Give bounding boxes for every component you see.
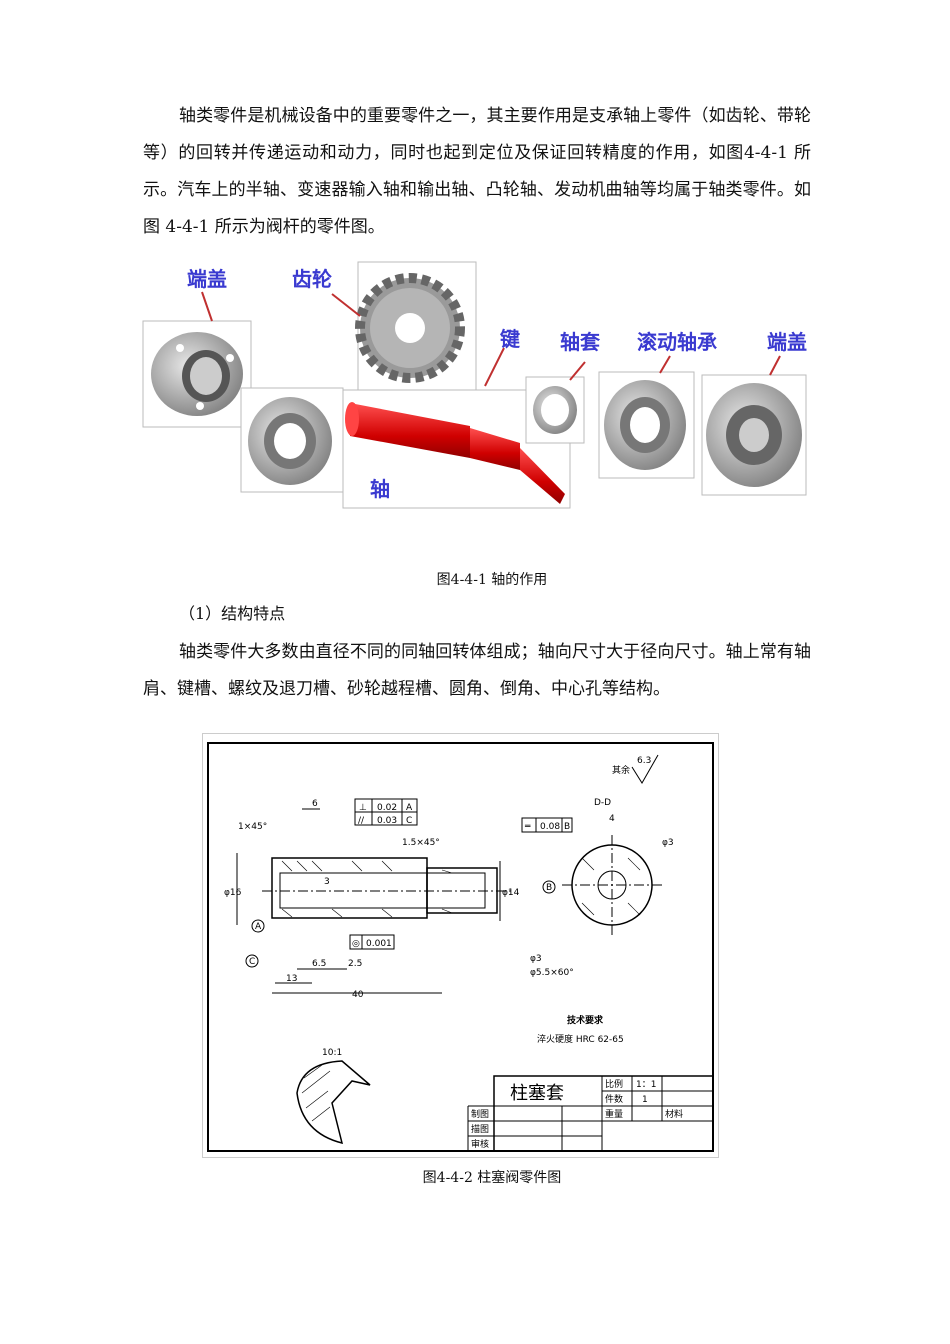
section-heading: （1）结构特点 bbox=[179, 604, 286, 623]
svg-text:φ3: φ3 bbox=[662, 838, 674, 848]
svg-text:A: A bbox=[255, 922, 262, 932]
svg-text:A: A bbox=[406, 803, 413, 813]
gear-image bbox=[355, 261, 477, 391]
tech-title: 技术要求 bbox=[567, 1014, 604, 1026]
section-label: D-D bbox=[594, 798, 611, 808]
title-block: 柱塞套 比例 1：1 件数 1 制图 描图 审核 重量 材料 bbox=[467, 1075, 714, 1152]
svg-text:0.08: 0.08 bbox=[540, 822, 560, 832]
svg-text:6: 6 bbox=[312, 799, 318, 809]
svg-text:制图: 制图 bbox=[471, 1108, 489, 1120]
label-bearing: 滚动轴承 bbox=[637, 330, 717, 354]
label-shaft: 轴 bbox=[370, 477, 390, 501]
part-name: 柱塞套 bbox=[510, 1083, 564, 1104]
svg-text:4: 4 bbox=[609, 814, 615, 824]
svg-text:描图: 描图 bbox=[471, 1123, 489, 1135]
svg-text:40: 40 bbox=[352, 990, 364, 1000]
svg-text:比例: 比例 bbox=[605, 1078, 623, 1090]
svg-text:1.5×45°: 1.5×45° bbox=[402, 838, 440, 848]
svg-text:◎: ◎ bbox=[352, 939, 360, 949]
figure1-caption: 图4-4-1 轴的作用 bbox=[436, 572, 548, 588]
svg-text:⊥: ⊥ bbox=[359, 803, 367, 813]
structure-paragraph: 轴类零件大多数由直径不同的同轴回转体组成；轴向尺寸大于径向尺寸。轴上常有轴肩、键… bbox=[143, 642, 811, 699]
svg-text:C: C bbox=[406, 816, 412, 826]
label-key: 键 bbox=[500, 327, 520, 351]
svg-text:0.001: 0.001 bbox=[366, 939, 392, 949]
figure2-caption: 图4-4-2 柱塞阀零件图 bbox=[422, 1170, 562, 1186]
svg-text:件数: 件数 bbox=[605, 1093, 623, 1105]
svg-text:═: ═ bbox=[524, 822, 531, 832]
svg-text:1×45°: 1×45° bbox=[238, 822, 267, 832]
svg-text://: // bbox=[358, 816, 365, 826]
figure-part-drawing: 其余 6.3 D-D ⊥ 0.02 A // 0.03 C ═ 0.08 B ◎… bbox=[202, 733, 719, 1158]
svg-text:1: 1 bbox=[642, 1095, 648, 1105]
bearing-left-image bbox=[240, 387, 344, 493]
svg-text:φ16: φ16 bbox=[224, 888, 242, 898]
label-sleeve: 轴套 bbox=[560, 330, 600, 354]
roughness-note: 其余 bbox=[612, 764, 630, 776]
svg-text:材料: 材料 bbox=[665, 1108, 683, 1120]
label-end-cover-left: 端盖 bbox=[187, 267, 227, 291]
label-end-cover-right: 端盖 bbox=[767, 330, 807, 354]
svg-text:φ14: φ14 bbox=[502, 888, 520, 898]
figure-shaft-assembly: 端盖 齿轮 键 轴套 滚动轴承 端盖 轴 bbox=[142, 261, 807, 509]
detail-scale: 10:1 bbox=[322, 1048, 342, 1058]
svg-text:审核: 审核 bbox=[471, 1138, 489, 1150]
sleeve-image bbox=[525, 376, 585, 444]
svg-text:6.5: 6.5 bbox=[312, 959, 326, 969]
svg-text:重量: 重量 bbox=[605, 1108, 623, 1120]
svg-text:0.02: 0.02 bbox=[377, 803, 397, 813]
svg-text:3: 3 bbox=[324, 877, 330, 887]
svg-text:0.03: 0.03 bbox=[377, 816, 397, 826]
label-gear: 齿轮 bbox=[292, 267, 332, 291]
roughness-value: 6.3 bbox=[637, 756, 651, 766]
end-cover-left-image bbox=[142, 320, 252, 428]
end-cover-right-image bbox=[701, 374, 807, 496]
svg-text:13: 13 bbox=[286, 974, 297, 984]
svg-text:B: B bbox=[564, 822, 570, 832]
bearing-right-image bbox=[598, 371, 695, 479]
svg-text:φ3: φ3 bbox=[530, 954, 542, 964]
svg-text:C: C bbox=[249, 957, 255, 967]
leader-lines bbox=[201, 291, 781, 387]
svg-text:φ5.5×60°: φ5.5×60° bbox=[530, 968, 574, 978]
svg-text:1：1: 1：1 bbox=[636, 1080, 656, 1090]
svg-text:2.5: 2.5 bbox=[348, 959, 362, 969]
svg-text:B: B bbox=[546, 883, 552, 893]
intro-paragraph: 轴类零件是机械设备中的重要零件之一，其主要作用是支承轴上零件（如齿轮、带轮等）的… bbox=[143, 106, 811, 237]
tech-text: 淬火硬度 HRC 62-65 bbox=[537, 1033, 624, 1045]
